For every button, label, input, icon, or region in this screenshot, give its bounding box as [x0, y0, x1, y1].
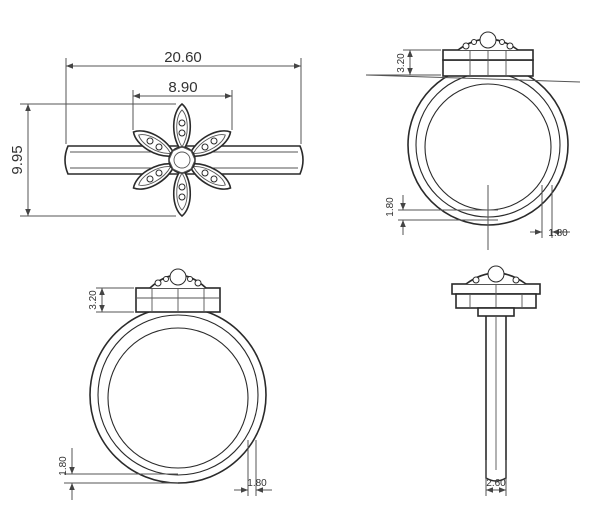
center-stone — [168, 146, 196, 174]
profile-head — [451, 265, 541, 317]
top-view: 20.60 8.90 9.95 — [9, 49, 304, 217]
side-head-height-label: 3.20 — [396, 53, 407, 73]
side-band-width-label: 1.80 — [548, 228, 568, 239]
profile-shank-width-label: 2.60 — [486, 478, 506, 489]
profile-view: 2.60 — [451, 265, 541, 496]
flower-petals — [128, 102, 236, 217]
petal-pave-stones — [146, 119, 218, 201]
front-head — [135, 268, 221, 313]
front-view: 3.20 1.80 1.80 — [58, 268, 272, 500]
top-overall-width-label: 20.60 — [164, 49, 202, 66]
side-view: 3.20 1.80 1.80 — [365, 31, 581, 250]
top-flower-width-label: 8.90 — [168, 79, 197, 96]
front-band-thickness-label: 1.80 — [58, 456, 69, 476]
top-height-label: 9.95 — [9, 145, 26, 174]
front-head-height-label: 3.20 — [88, 290, 99, 310]
side-band-thickness-label: 1.80 — [385, 197, 396, 217]
side-head — [442, 31, 534, 77]
front-band-width-label: 1.80 — [247, 478, 267, 489]
profile-shank — [485, 316, 507, 482]
